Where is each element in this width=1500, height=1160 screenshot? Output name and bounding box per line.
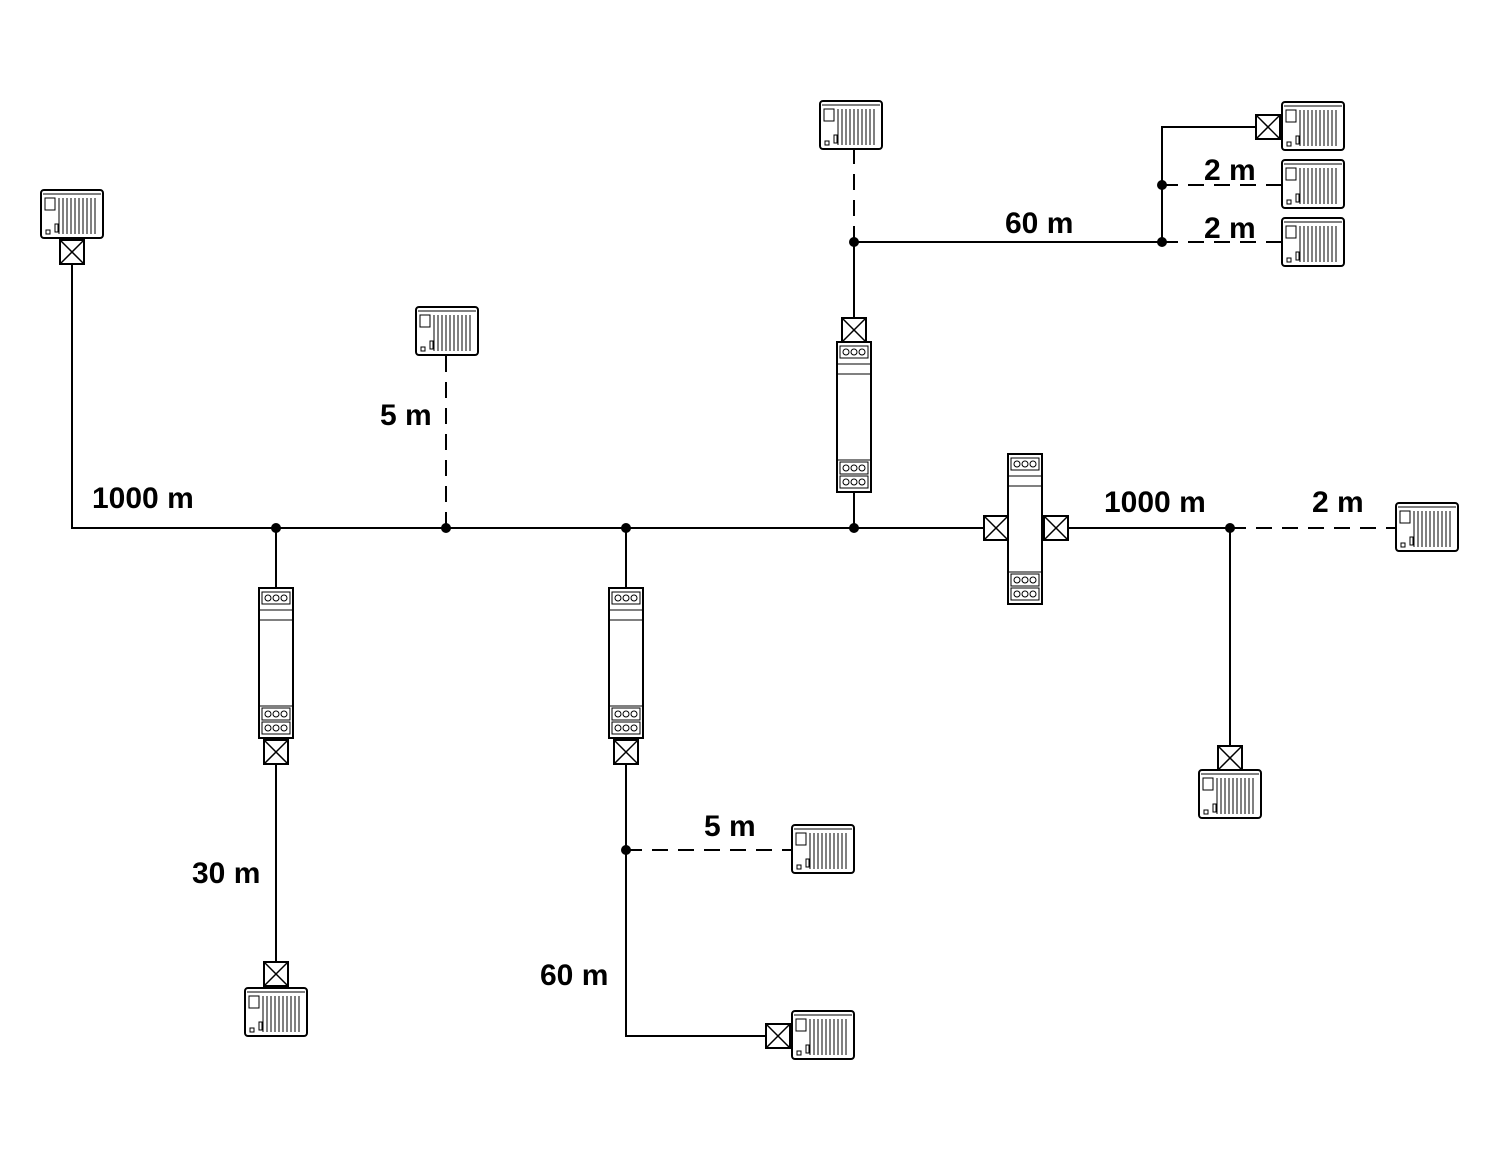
junction-dot xyxy=(621,523,631,533)
length-label-5m-top: 5 m xyxy=(380,399,432,432)
io-device-icon xyxy=(791,824,855,874)
length-label-60m-bottom: 60 m xyxy=(540,959,608,992)
branch-line-60m-bottom xyxy=(625,764,766,1037)
junction-dot xyxy=(441,523,451,533)
length-label-trunk-left: 1000 m xyxy=(92,482,194,515)
repeater-module-icon xyxy=(1007,453,1043,605)
trunk-line-left xyxy=(71,264,984,529)
junction-dot xyxy=(621,845,631,855)
branch-line-right-top xyxy=(1161,126,1256,242)
connector-icon xyxy=(263,961,289,987)
length-label-trunk-right: 1000 m xyxy=(1104,486,1206,519)
junction-dot xyxy=(1157,237,1167,247)
connector-icon xyxy=(613,739,639,765)
junction-dot xyxy=(849,237,859,247)
connector-icon xyxy=(263,739,289,765)
io-device-icon xyxy=(1198,769,1262,819)
io-device-icon xyxy=(1281,101,1345,151)
connector-icon xyxy=(1217,745,1243,771)
length-label-5m-bottom: 5 m xyxy=(704,810,756,843)
repeater-module-icon xyxy=(836,341,872,493)
junction-dot xyxy=(849,523,859,533)
io-device-icon xyxy=(40,189,104,239)
io-device-icon xyxy=(415,306,479,356)
io-device-icon xyxy=(1395,502,1459,552)
repeaters xyxy=(258,341,1043,739)
connector-icon xyxy=(841,317,867,343)
length-label-2m-a: 2 m xyxy=(1204,154,1256,187)
length-label-60m-top: 60 m xyxy=(1005,207,1073,240)
io-device-icon xyxy=(1281,159,1345,209)
repeater-module-icon xyxy=(608,587,644,739)
io-device-icon xyxy=(1281,217,1345,267)
connector-icon xyxy=(1255,114,1281,140)
connector-icon xyxy=(765,1023,791,1049)
junction-dot xyxy=(1225,523,1235,533)
io-device-icon xyxy=(791,1010,855,1060)
length-label-30m: 30 m xyxy=(192,857,260,890)
io-device-icon xyxy=(244,987,308,1037)
connector-icon xyxy=(1043,515,1069,541)
connectors xyxy=(59,114,1281,1049)
repeater-module-icon xyxy=(258,587,294,739)
length-labels: 1000 m 1000 m 5 m 5 m 30 m 60 m 60 m 2 m… xyxy=(92,154,1364,992)
connector-icon xyxy=(59,239,85,265)
junction-dot xyxy=(1157,180,1167,190)
junction-dot xyxy=(271,523,281,533)
io-device-icon xyxy=(819,100,883,150)
length-label-2m-b: 2 m xyxy=(1204,212,1256,245)
length-label-2m-right: 2 m xyxy=(1312,486,1364,519)
connector-icon xyxy=(983,515,1009,541)
wires xyxy=(71,126,1396,1037)
junctions xyxy=(271,180,1235,855)
